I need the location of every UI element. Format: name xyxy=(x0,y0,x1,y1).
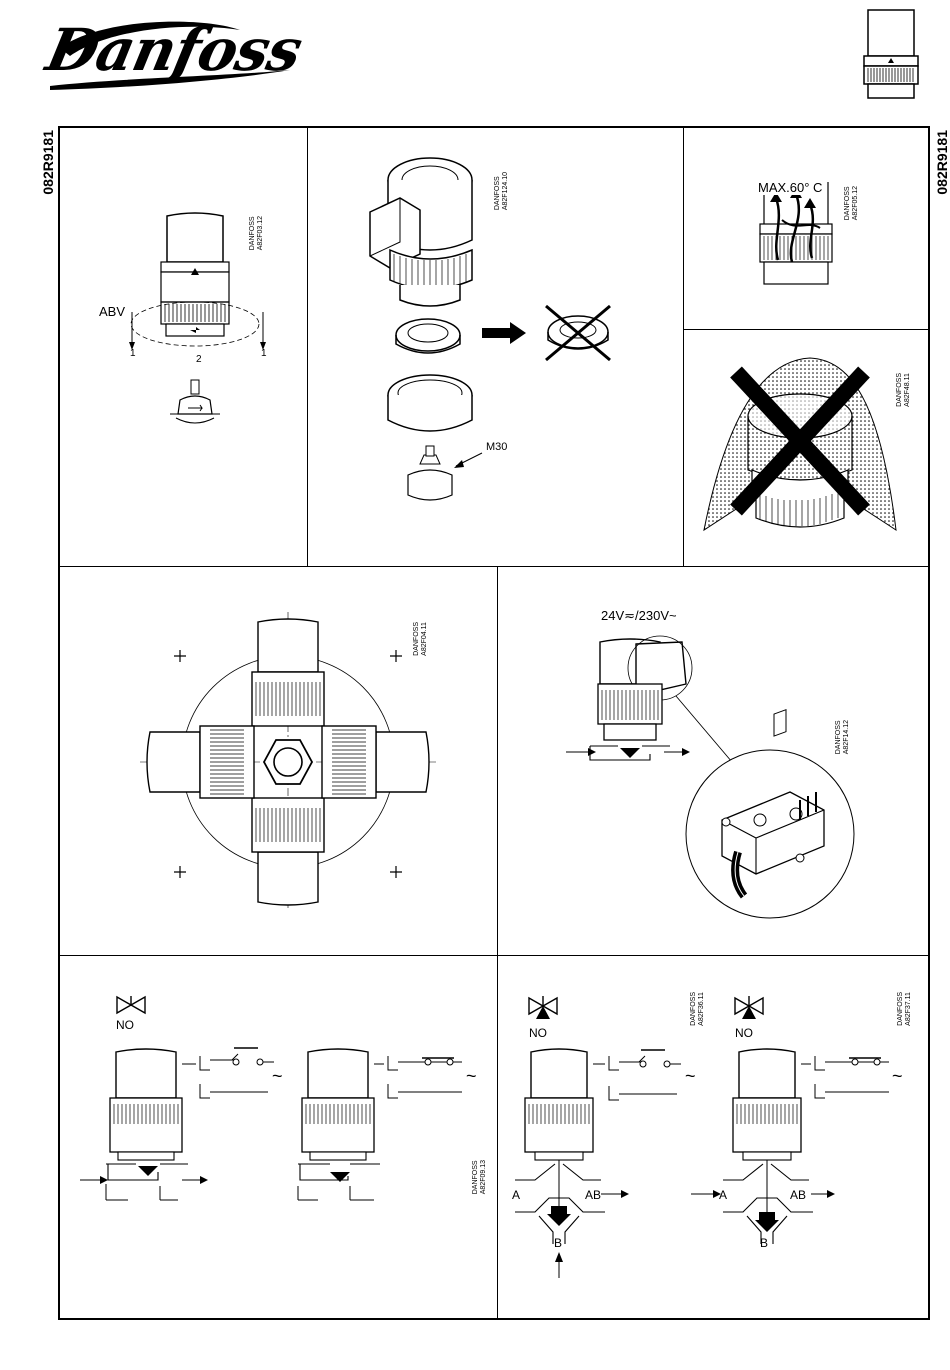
wiring-drawing xyxy=(560,624,870,924)
label-voltage: 24V≂/230V~ xyxy=(601,608,677,624)
drawing-code: DANFOSS A82F09.13 xyxy=(472,1160,488,1194)
label-normally-open: NO xyxy=(529,1026,547,1040)
ac-symbol: ~ xyxy=(272,1066,283,1087)
label-abv: ABV xyxy=(99,304,125,319)
drawing-code: DANFOSS A82F05.12 xyxy=(844,186,860,220)
label-max-temperature: MAX.60° C xyxy=(758,180,822,195)
port-label-a: A xyxy=(512,1188,520,1202)
actuator-left xyxy=(147,726,254,798)
port-label-a: A xyxy=(719,1188,727,1202)
drawing-code: DANFOSS A82F03.12 xyxy=(249,216,265,250)
three-way-not-energized xyxy=(691,1049,889,1244)
port-label-b: B xyxy=(554,1236,562,1250)
grid-divider xyxy=(683,127,684,567)
actuator-down xyxy=(252,798,324,905)
actuator-right xyxy=(322,726,429,798)
drawing-code: DANFOSS A82F124.10 xyxy=(494,172,510,210)
ac-symbol: ~ xyxy=(685,1066,696,1087)
three-way-energized xyxy=(515,1049,681,1278)
arrow-icon xyxy=(482,322,528,344)
ac-symbol: ~ xyxy=(892,1066,903,1087)
step-label: 1 xyxy=(130,348,136,359)
adapter-assembly-drawing xyxy=(360,150,560,520)
port-label-ab: AB xyxy=(790,1188,806,1202)
danfoss-logo: Danfoss xyxy=(40,8,300,98)
three-way-function-drawing xyxy=(505,1040,925,1280)
two-way-function-drawing xyxy=(78,1040,498,1210)
actuator-energized xyxy=(80,1048,274,1200)
grid-divider xyxy=(59,955,929,956)
label-thread-size: M30 xyxy=(486,441,507,453)
orientation-drawing xyxy=(140,612,440,912)
label-normally-open: NO xyxy=(116,1018,134,1032)
document-number-right: 082R9181 xyxy=(934,130,950,195)
crossed-out-ring-icon xyxy=(538,302,618,364)
do-not-cover-drawing xyxy=(700,340,900,550)
actuator-up xyxy=(252,619,324,726)
drawing-code: DANFOSS A82F37.11 xyxy=(897,992,913,1026)
three-way-valve-symbol-icon xyxy=(528,996,558,1020)
grid-divider xyxy=(307,127,308,567)
label-normally-open: NO xyxy=(735,1026,753,1040)
actuator-not-energized xyxy=(298,1049,462,1200)
ac-symbol: ~ xyxy=(466,1066,477,1087)
temperature-drawing xyxy=(756,180,836,290)
valve-symbol-icon xyxy=(116,996,146,1014)
port-label-ab: AB xyxy=(585,1188,601,1202)
grid-divider xyxy=(683,329,929,330)
grid-divider xyxy=(59,566,929,567)
drawing-code: DANFOSS A82F14.12 xyxy=(835,720,851,754)
step-label: 1 xyxy=(261,348,267,359)
step-label: 2 xyxy=(196,354,202,365)
port-label-b: B xyxy=(760,1236,768,1250)
document-number-left: 082R9181 xyxy=(40,130,56,195)
brand-name: Danfoss xyxy=(41,16,307,84)
drawing-code: DANFOSS A82F48.11 xyxy=(896,373,912,407)
three-way-valve-symbol-icon xyxy=(734,996,764,1020)
drawing-code: DANFOSS A82F04.11 xyxy=(413,622,429,656)
drawing-code: DANFOSS A82F36.11 xyxy=(690,992,706,1026)
actuator-thumbnail-icon xyxy=(860,6,922,102)
